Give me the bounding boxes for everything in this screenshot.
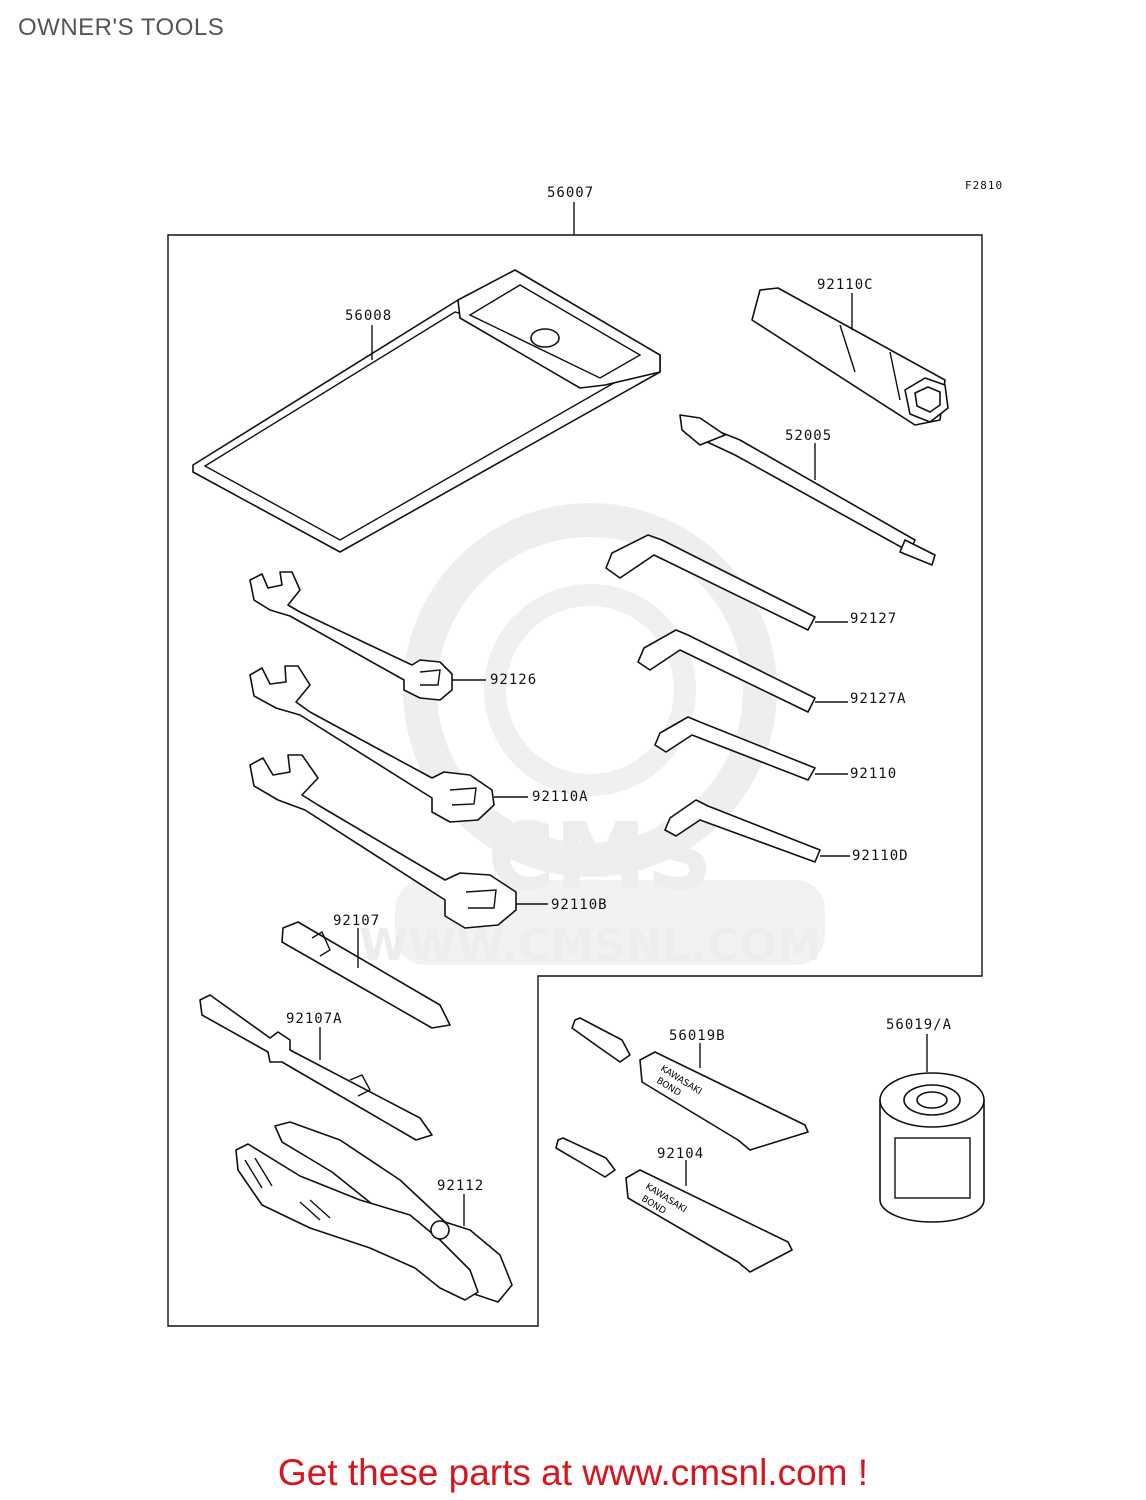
plug-wrench-92110C [751, 287, 949, 426]
bond-tube-56019B: KAWASAKI BOND [571, 1017, 809, 1151]
screwdriver-bit-92107 [281, 921, 451, 1029]
label-92126: 92126 [490, 672, 537, 688]
extension-bar-52005 [679, 414, 936, 566]
hex-key-92127 [605, 534, 816, 631]
hex-key-92110D [664, 799, 821, 863]
tool-set-outline [167, 234, 983, 1327]
watermark-url: WWW.CMSNL.COM [359, 920, 821, 971]
label-92110C: 92110C [817, 277, 874, 293]
footer-promo[interactable]: Get these parts at www.cmsnl.com ! [277, 1452, 869, 1493]
label-92110D: 92110D [852, 848, 909, 864]
pliers-92112 [235, 1121, 513, 1303]
hex-key-92110 [654, 716, 816, 781]
parts-diagram: CMS WWW.CMSNL.COM F2810 56007 56008 9211… [167, 179, 1003, 1327]
can-56019A [879, 1072, 985, 1223]
hex-key-92127A [637, 629, 816, 713]
wrench-92110A [249, 665, 495, 823]
label-56007: 56007 [547, 185, 594, 201]
label-92112: 92112 [437, 1178, 484, 1194]
label-92104: 92104 [657, 1146, 704, 1162]
label-92110B: 92110B [551, 897, 608, 913]
wrench-92110B [249, 754, 517, 929]
label-92110A: 92110A [532, 789, 589, 805]
label-52005: 52005 [785, 428, 832, 444]
label-92107A: 92107A [286, 1011, 343, 1027]
label-56019B: 56019B [669, 1028, 726, 1044]
label-92110: 92110 [850, 766, 897, 782]
label-92127A: 92127A [850, 691, 907, 707]
label-56019A: 56019/A [886, 1017, 952, 1033]
page-title: OWNER'S TOOLS [18, 14, 225, 41]
tool-bag-56008 [192, 269, 661, 553]
label-56008: 56008 [345, 308, 392, 324]
figure-code: F2810 [965, 179, 1003, 192]
wrench-92126 [249, 571, 453, 701]
label-92127: 92127 [850, 611, 897, 627]
screwdriver-92107A [199, 994, 433, 1141]
label-92107: 92107 [333, 913, 380, 929]
